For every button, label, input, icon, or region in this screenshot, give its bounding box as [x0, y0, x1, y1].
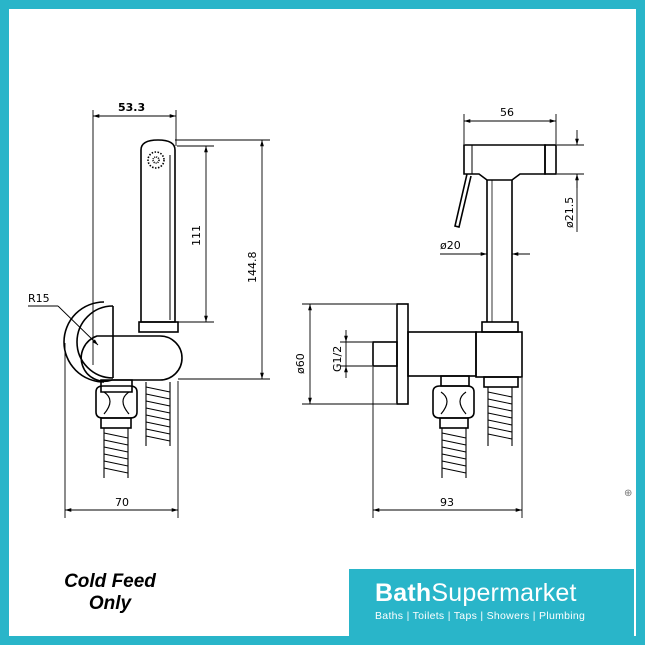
dim-label-56: 56 [500, 106, 514, 119]
dim-label-d20: ø20 [440, 239, 461, 252]
magnifier-plus-icon[interactable]: ⊕ [624, 488, 633, 499]
dim-label-70: 70 [115, 496, 129, 509]
brand-name-bold: Bath [375, 579, 432, 607]
note-line-2: Only [88, 593, 132, 614]
brand-name-regular: Supermarket [431, 579, 577, 607]
dim-label-53-3: 53.3 [118, 101, 145, 114]
front-view-labels: 56 ø21.5 ø20 ø60 G1/2 93 [294, 106, 576, 509]
brand-logo: BathSupermarket [375, 579, 577, 607]
dim-label-d60: ø60 [294, 353, 307, 374]
cold-feed-note: Cold Feed Only [40, 571, 180, 615]
brand-banner: BathSupermarket Baths | Toilets | Taps |… [349, 569, 634, 636]
side-view-dimensions [28, 110, 270, 518]
note-line-1: Cold Feed [64, 571, 156, 592]
front-view-dimensions [302, 114, 584, 518]
dim-label-93: 93 [440, 496, 454, 509]
dim-label-d21-5: ø21.5 [563, 197, 576, 228]
side-view [63, 139, 183, 478]
side-view-labels: 53.3 111 144.8 R15 70 [28, 101, 259, 509]
dim-label-r15: R15 [28, 292, 50, 305]
front-view [372, 144, 557, 478]
dim-label-144-8: 144.8 [246, 252, 259, 284]
brand-tagline: Baths | Toilets | Taps | Showers | Plumb… [375, 610, 586, 622]
dim-label-111: 111 [190, 225, 203, 246]
dim-label-g1-2: G1/2 [331, 346, 344, 372]
